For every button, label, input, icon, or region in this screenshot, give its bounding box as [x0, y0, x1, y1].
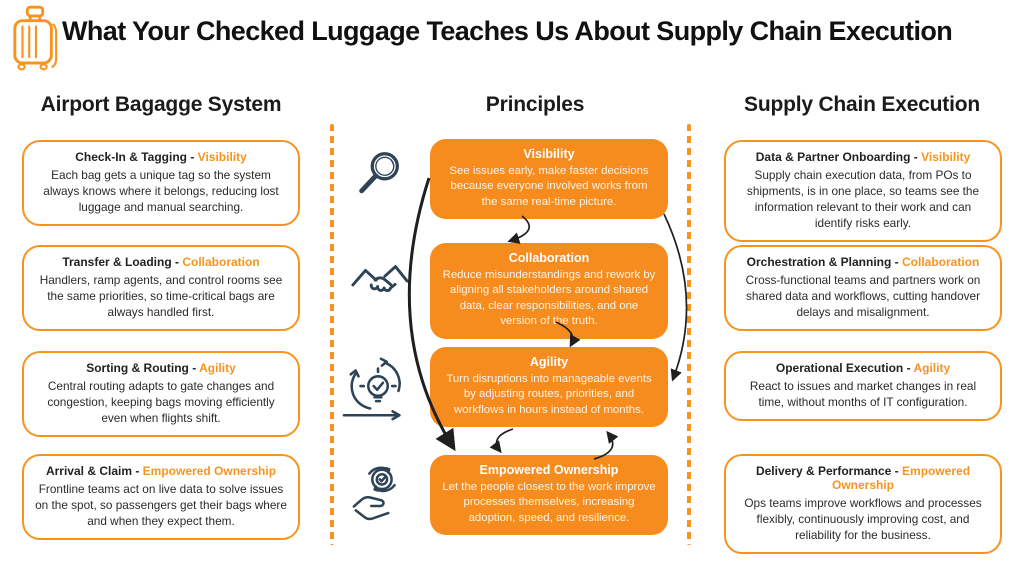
card-body: React to issues and market changes in re… — [749, 379, 977, 410]
card-body: Ops teams improve workflows and processe… — [744, 496, 982, 543]
left-column-header: Airport Bagagge System — [40, 93, 282, 116]
principle-box-collaboration: Collaboration Reduce misunderstandings a… — [430, 243, 668, 339]
card-title: Delivery & Performance - Empowered Owner… — [755, 464, 971, 492]
card-arrival-claim: Arrival & Claim - Empowered Ownership Fr… — [22, 454, 300, 541]
arrow-visibility-to-collaboration — [507, 215, 531, 244]
card-title: Operational Execution - Agility — [775, 361, 951, 375]
card-checkin-tagging: Check-In & Tagging - Visibility Each bag… — [22, 140, 300, 227]
principle-box-empowered-ownership: Empowered Ownership Let the people close… — [430, 455, 668, 536]
left-dashed-divider — [330, 124, 334, 545]
hand-gear-icon — [350, 459, 410, 523]
principle-box-agility: Agility Turn disruptions into manageable… — [430, 347, 668, 428]
principle-title: Visibility — [523, 147, 575, 161]
card-body: Handlers, ramp agents, and control rooms… — [39, 273, 283, 320]
card-body: Supply chain execution data, from POs to… — [746, 168, 980, 231]
principle-body: Reduce misunderstandings and rework by a… — [442, 269, 656, 328]
agile-cycle-icon — [341, 353, 415, 423]
principle-title: Agility — [529, 355, 569, 369]
card-title: Orchestration & Planning - Collaboration — [746, 255, 980, 269]
card-body: Frontline teams act on live data to solv… — [35, 482, 287, 529]
card-sorting-routing: Sorting & Routing - Agility Central rout… — [22, 351, 300, 438]
right-column-header: Supply Chain Execution — [744, 93, 980, 116]
card-orchestration-planning: Orchestration & Planning - Collaboration… — [724, 245, 1002, 332]
card-body: Central routing adapts to gate changes a… — [47, 379, 275, 426]
card-data-partner-onboarding: Data & Partner Onboarding - Visibility S… — [724, 140, 1002, 243]
right-dashed-divider — [687, 124, 691, 545]
principle-body: See issues early, make faster decisions … — [449, 165, 649, 208]
card-body: Each bag gets a unique tag so the system… — [43, 168, 279, 215]
card-body: Cross-functional teams and partners work… — [745, 273, 981, 320]
handshake-icon — [349, 258, 411, 308]
arrow-agility-to-empowered — [489, 428, 514, 454]
principle-body: Turn disruptions into manageable events … — [446, 373, 652, 416]
card-title: Sorting & Routing - Agility — [86, 361, 236, 375]
card-operational-execution: Operational Execution - Agility React to… — [724, 351, 1002, 422]
principle-title: Empowered Ownership — [479, 463, 619, 477]
card-title: Arrival & Claim - Empowered Ownership — [45, 464, 277, 478]
card-title: Transfer & Loading - Collaboration — [62, 255, 260, 269]
card-transfer-loading: Transfer & Loading - Collaboration Handl… — [22, 245, 300, 332]
principle-body: Let the people closest to the work impro… — [442, 481, 656, 524]
page-title: What Your Checked Luggage Teaches Us Abo… — [62, 16, 953, 46]
card-delivery-performance: Delivery & Performance - Empowered Owner… — [724, 454, 1002, 555]
principle-box-visibility: Visibility See issues early, make faster… — [430, 139, 668, 220]
middle-column-header: Principles — [485, 93, 585, 116]
card-title: Check-In & Tagging - Visibility — [75, 150, 247, 164]
card-title: Data & Partner Onboarding - Visibility — [755, 150, 971, 164]
magnifier-icon — [352, 147, 406, 201]
principle-title: Collaboration — [508, 251, 590, 265]
luggage-icon — [10, 5, 60, 71]
